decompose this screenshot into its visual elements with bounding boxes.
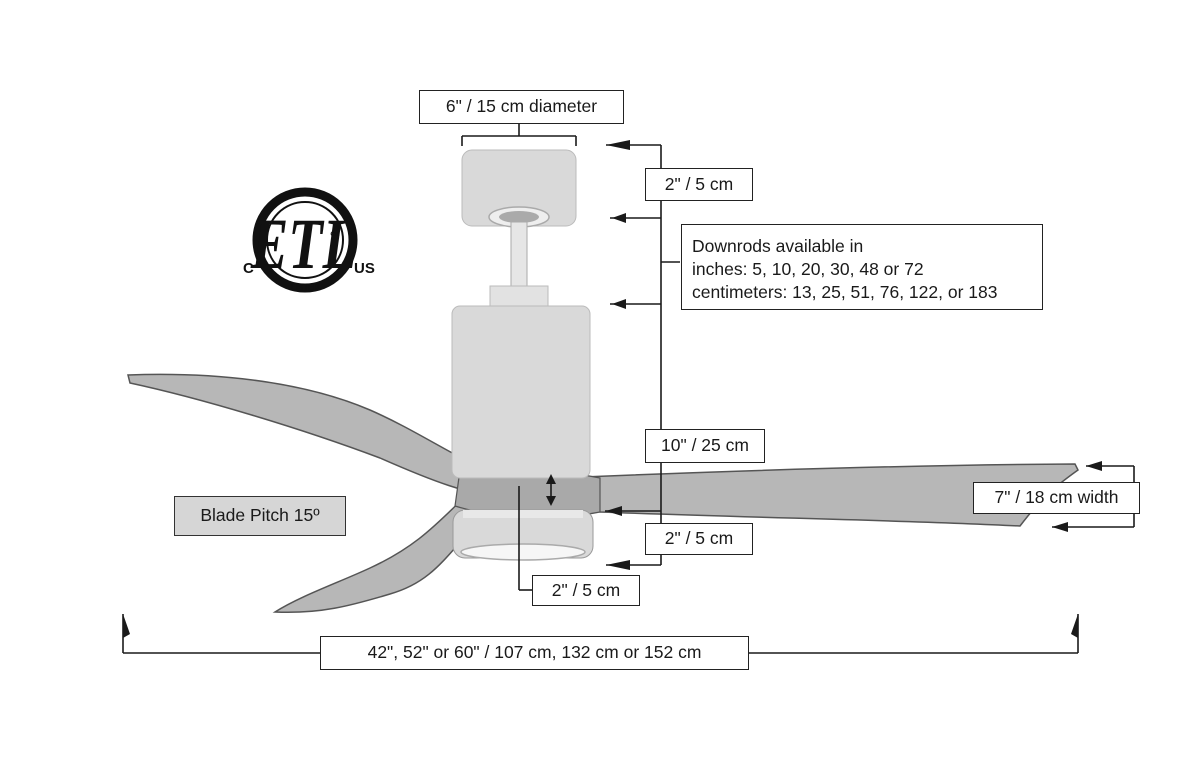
blade-thickness-label: 2" / 5 cm bbox=[645, 523, 753, 555]
canopy bbox=[461, 149, 577, 228]
etl-listed-logo: ETL LISTED CM bbox=[250, 187, 358, 293]
downrod-line-3: centimeters: 13, 25, 51, 76, 122, or 183 bbox=[692, 282, 998, 302]
etl-listed-text: LISTED bbox=[291, 283, 320, 292]
motor-housing bbox=[451, 305, 591, 479]
canopy-height-label: 2" / 5 cm bbox=[645, 168, 753, 201]
blade-width-label: 7" / 18 cm width bbox=[973, 482, 1140, 514]
fan-blades bbox=[127, 373, 1079, 614]
canada-mark: C bbox=[243, 260, 254, 277]
downrod-collar bbox=[489, 285, 549, 309]
height-dimension-line bbox=[605, 140, 680, 570]
blade-pitch-label: Blade Pitch 15º bbox=[174, 496, 346, 536]
etl-cm-text: CM bbox=[330, 232, 339, 238]
fan-span-label: 42", 52" or 60" / 107 cm, 132 cm or 152 … bbox=[320, 636, 749, 670]
us-mark: US bbox=[354, 260, 375, 277]
blade-width-marker bbox=[1052, 461, 1135, 532]
light-drop-label: 2" / 5 cm bbox=[532, 575, 640, 606]
blade-thickness-marker bbox=[518, 474, 556, 591]
light-kit bbox=[452, 509, 594, 561]
canopy-diameter-label: 6" / 15 cm diameter bbox=[419, 90, 624, 124]
downrod-line-1: Downrods available in bbox=[692, 236, 864, 256]
downrod-line-2: inches: 5, 10, 20, 30, 48 or 72 bbox=[692, 259, 924, 279]
blade-bottom bbox=[272, 491, 497, 614]
downrod-options-box: Downrods available in inches: 5, 10, 20,… bbox=[681, 224, 1043, 310]
etl-logo-text: ETL bbox=[250, 203, 357, 283]
canopy-diameter-bracket bbox=[461, 124, 577, 146]
downrod bbox=[510, 221, 528, 291]
overall-height-label: 10" / 25 cm bbox=[645, 429, 765, 463]
